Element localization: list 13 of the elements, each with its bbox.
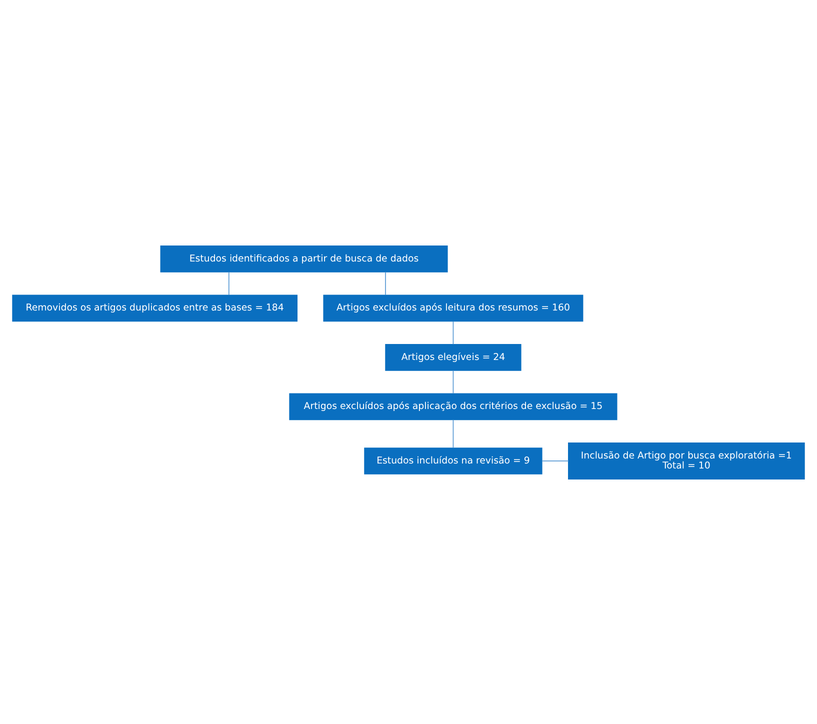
- node-box: Removidos os artigos duplicados entre as bases = 184: [12, 294, 298, 322]
- connector: [385, 271, 386, 295]
- node-box: Artigos excluídos após leitura dos resumos = 160: [323, 294, 584, 322]
- node-box: Estudos identificados a partir de busca de dados: [160, 245, 448, 272]
- connector: [542, 460, 569, 461]
- node-box: Inclusão de Artigo por busca exploratória =1 Total = 10: [568, 442, 805, 479]
- connector: [228, 271, 230, 295]
- node-box: Estudos incluídos na revisão = 9: [364, 447, 542, 474]
- connector: [452, 320, 454, 344]
- connector: [452, 370, 454, 394]
- node-box: Artigos excluídos após aplicação dos critérios de exclusão = 15: [289, 392, 618, 420]
- node-box: Artigos elegíveis = 24: [385, 344, 522, 370]
- connector: [452, 418, 454, 448]
